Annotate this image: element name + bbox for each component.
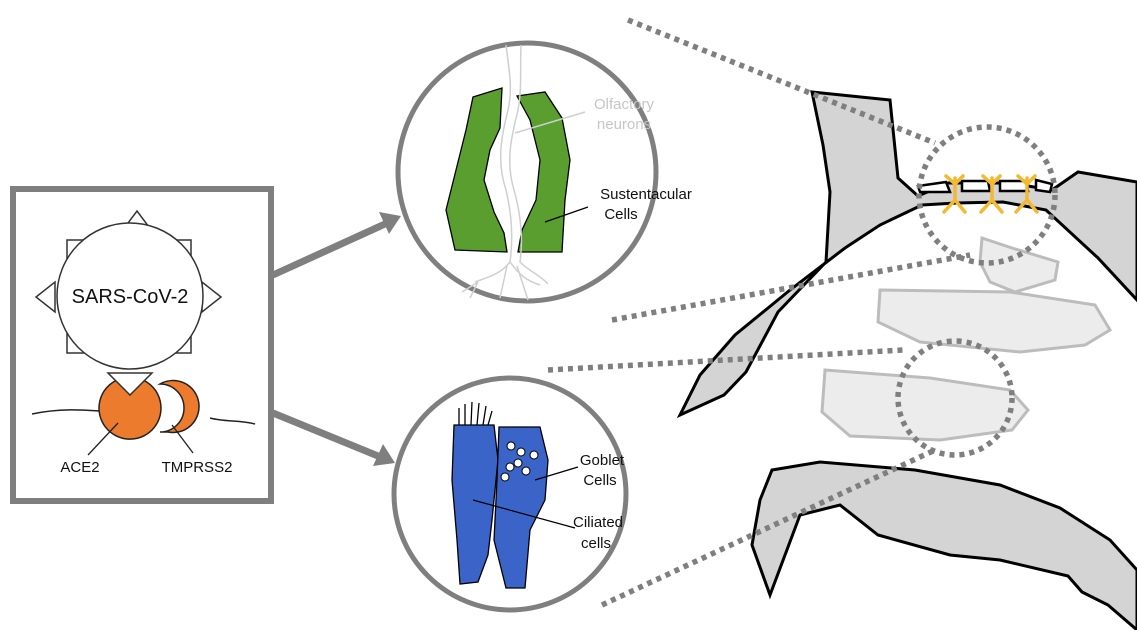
ciliated-label-line2: cells (581, 535, 611, 552)
olfactory-label-line2: neurons (597, 116, 651, 133)
goblet-label-line2: Cells (583, 472, 616, 489)
goblet-label-line1: Goblet (580, 452, 625, 469)
olfactory-label-line1: Olfactory (594, 96, 655, 113)
ace2-label: ACE2 (60, 459, 99, 476)
virus-label: SARS-CoV-2 (72, 286, 189, 308)
olfactory-epithelium-view: Olfactory neurons Sustentacular Cells (398, 43, 692, 301)
inferior-turbinate (822, 370, 1028, 440)
olfactory-circle-frame (398, 43, 656, 301)
arrow-to-respiratory (273, 413, 378, 456)
respiratory-epithelium-view: Goblet Cells Ciliated cells (394, 378, 626, 610)
arrows (273, 212, 401, 466)
arrow-to-olfactory (273, 224, 385, 275)
ciliated-label-line1: Ciliated (573, 514, 623, 531)
lower-nasal-tissue (752, 462, 1137, 630)
sustentacular-label-line2: Cells (604, 206, 637, 223)
virus-panel: SARS-CoV-2 ACE2 TMPRSS2 (13, 189, 271, 501)
middle-turbinate (878, 290, 1110, 352)
sustentacular-label-line1: Sustentacular (600, 186, 692, 203)
tmprss2-label: TMPRSS2 (162, 459, 233, 476)
